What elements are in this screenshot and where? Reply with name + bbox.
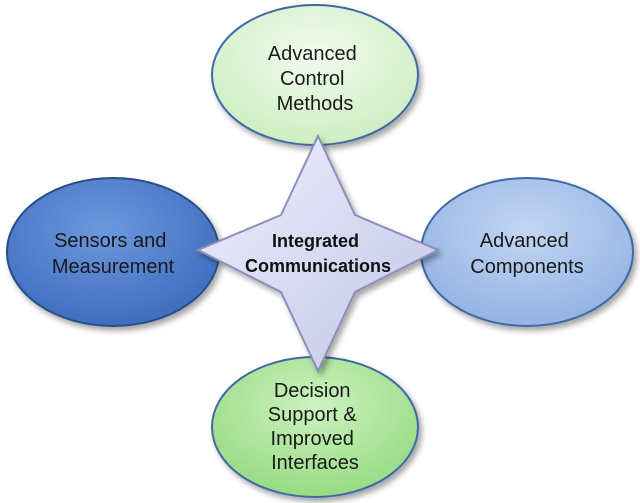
center-star: Integrated Communications (195, 133, 441, 374)
node-left: Sensors and Measurement (6, 177, 220, 327)
node-top-label: Advanced Control Methods (268, 43, 363, 115)
center-star-label: Integrated Communications (245, 231, 391, 276)
node-right-ellipse (420, 177, 634, 327)
node-left-ellipse (6, 177, 220, 327)
node-bottom-ellipse (211, 356, 419, 498)
node-left-label: Sensors and Measurement (52, 230, 175, 278)
node-top: Advanced Control Methods (211, 4, 419, 146)
center-star-shape (195, 133, 441, 374)
node-bottom: Decision Support & Improved Interfaces (211, 356, 419, 498)
node-bottom-label: Decision Support & Improved Interfaces (268, 380, 363, 474)
node-right: Advanced Components (420, 177, 634, 327)
node-right-label: Advanced Components (470, 230, 583, 278)
